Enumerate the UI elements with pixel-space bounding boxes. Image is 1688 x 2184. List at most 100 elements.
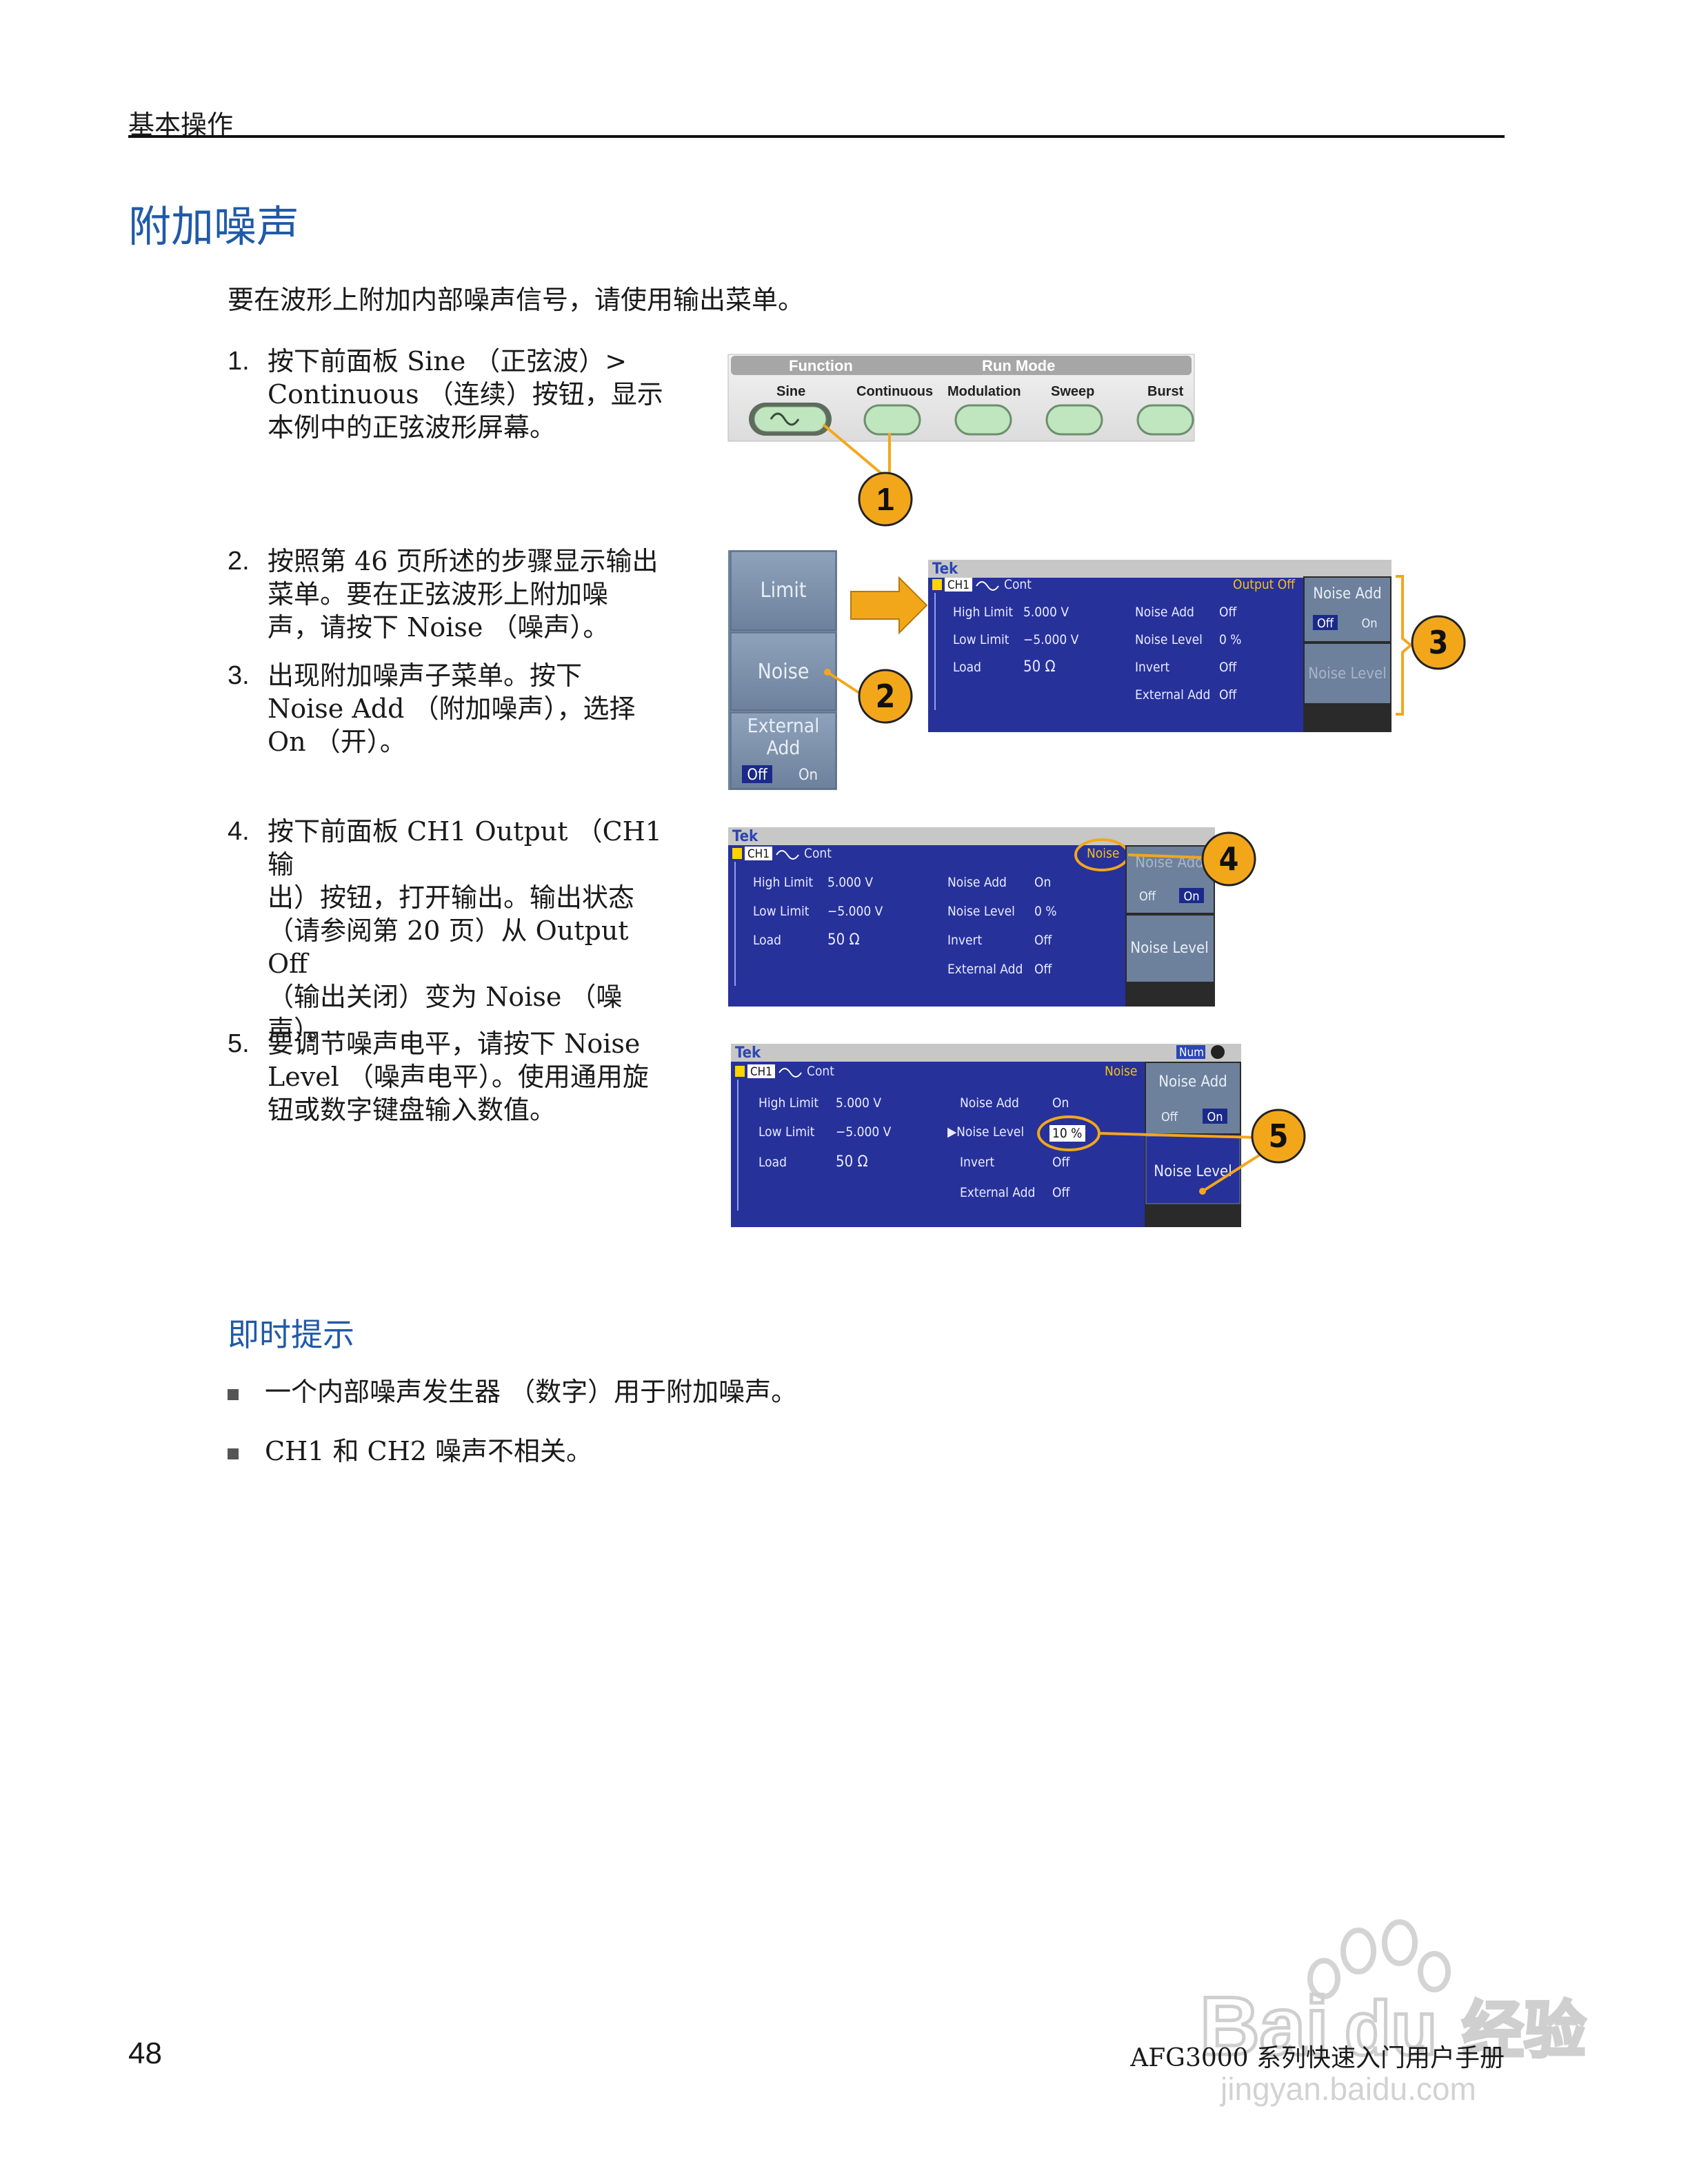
sine-icon <box>776 850 799 860</box>
svg-text:Cont: Cont <box>807 1064 834 1079</box>
limit-softkey[interactable] <box>730 551 836 631</box>
svg-text:Off: Off <box>1139 889 1156 904</box>
svg-text:On: On <box>798 767 818 784</box>
svg-text:50 Ω: 50 Ω <box>836 1153 868 1171</box>
svg-text:Noise Level: Noise Level <box>947 904 1015 919</box>
svg-text:External Add: External Add <box>1135 687 1210 702</box>
svg-text:4: 4 <box>1219 840 1239 878</box>
svg-text:On: On <box>1361 616 1377 631</box>
sine-icon <box>778 1068 802 1078</box>
step-5: 5. 要调节噪声电平，请按下 Noise Level （噪声电平）。使用通用旋 … <box>228 1027 669 1126</box>
sine-label: Sine <box>776 384 805 399</box>
svg-text:Tek: Tek <box>932 560 958 578</box>
header-section: 基本操作 <box>128 110 234 140</box>
svg-text:Off: Off <box>1034 962 1052 977</box>
num-badge: Num <box>1179 1046 1204 1060</box>
svg-text:Off: Off <box>1317 616 1334 631</box>
svg-text:On: On <box>1034 875 1051 890</box>
tip-item: CH1 和 CH2 噪声不相关。 <box>228 1430 592 1468</box>
svg-text:0 %: 0 % <box>1034 904 1057 919</box>
svg-text:Invert: Invert <box>947 933 983 948</box>
step-3: 3. 出现附加噪声子菜单。按下 Noise Add （附加噪声），选择 On （… <box>228 659 669 758</box>
step-text: 按照第 46 页所述的步骤显示输出 菜单。要在正弦波形上附加噪 声，请按下 No… <box>268 546 659 643</box>
step-number: 1. <box>228 347 250 376</box>
burst-label: Burst <box>1147 384 1184 399</box>
svg-text:Noise Add: Noise Add <box>1313 585 1381 603</box>
svg-text:Off: Off <box>1219 687 1237 702</box>
sine-button[interactable] <box>749 403 832 436</box>
limit-label: Limit <box>761 578 807 603</box>
svg-text:External Add: External Add <box>947 962 1023 977</box>
svg-text:External Add: External Add <box>960 1185 1035 1200</box>
front-panel: Function Run Mode Sine Continuous Modula… <box>727 354 1195 527</box>
svg-text:CH1: CH1 <box>747 847 770 861</box>
svg-text:Off: Off <box>1161 1110 1178 1124</box>
callout-2: 2 <box>858 669 913 724</box>
svg-text:Invert: Invert <box>1135 660 1170 675</box>
svg-text:Off: Off <box>1052 1185 1070 1200</box>
svg-text:CH1: CH1 <box>750 1065 772 1079</box>
page-number: 48 <box>128 2036 162 2070</box>
function-tab <box>731 356 892 375</box>
svg-text:High Limit: High Limit <box>953 605 1013 620</box>
svg-text:1: 1 <box>876 481 894 517</box>
modulation-button[interactable] <box>954 404 1012 436</box>
svg-text:On: On <box>1052 1095 1069 1111</box>
baidu-watermark: Bai du 经验 jingyan.baidu.com <box>1198 1919 1587 2107</box>
svg-text:2: 2 <box>876 678 896 715</box>
noise-level-input[interactable] <box>1049 1125 1085 1142</box>
svg-text:5.000 V: 5.000 V <box>1023 605 1069 620</box>
svg-text:经验: 经验 <box>1462 1996 1586 2065</box>
continuous-button[interactable] <box>863 404 921 436</box>
svg-text:Load: Load <box>753 933 781 948</box>
svg-text:Invert: Invert <box>960 1155 995 1170</box>
step-1: 1. 按下前面板 Sine （正弦波）> Continuous （连续）按钮，显… <box>228 345 669 444</box>
svg-text:jingyan.baidu.com: jingyan.baidu.com <box>1219 2071 1476 2107</box>
noise-level-softkey[interactable] <box>1305 644 1390 703</box>
svg-text:Off: Off <box>1052 1155 1070 1170</box>
svg-text:Load: Load <box>953 660 981 675</box>
svg-text:Low Limit: Low Limit <box>753 904 810 919</box>
step-4: 4. 按下前面板 CH1 Output （CH1 输 出）按钮，打开输出。输出状… <box>228 815 669 1046</box>
step-number: 5. <box>228 1029 250 1058</box>
callout-3: 3 <box>1411 615 1466 670</box>
svg-text:Noise Add: Noise Add <box>960 1095 1019 1111</box>
svg-text:Noise: Noise <box>1087 846 1119 861</box>
tip-item: 一个内部噪声发生器 （数字）用于附加噪声。 <box>228 1371 797 1408</box>
svg-text:Low Limit: Low Limit <box>758 1124 815 1140</box>
step-text: 要调节噪声电平，请按下 Noise Level （噪声电平）。使用通用旋 钮或数… <box>268 1029 649 1125</box>
function-label: Function <box>789 357 853 374</box>
svg-text:Bai: Bai <box>1200 1980 1329 2072</box>
svg-text:0 %: 0 % <box>1219 632 1242 647</box>
step-number: 4. <box>228 817 250 846</box>
svg-text:5.000 V: 5.000 V <box>836 1095 881 1111</box>
sweep-button[interactable] <box>1045 404 1103 436</box>
noise-level-softkey[interactable] <box>1127 916 1214 982</box>
noise-add-softkey[interactable] <box>1305 578 1390 641</box>
noise-softkey[interactable] <box>730 632 836 711</box>
screen-noise-level: Tek Num CH1 Cont Noise High Limit 5.000 … <box>731 1044 1306 1227</box>
svg-text:Off: Off <box>1034 933 1052 948</box>
burst-button[interactable] <box>1136 404 1194 436</box>
svg-text:5.000 V: 5.000 V <box>827 875 873 890</box>
svg-text:On: On <box>1207 1110 1223 1124</box>
step-number: 2. <box>228 547 250 576</box>
knob-icon <box>1211 1045 1225 1059</box>
run-mode-label: Run Mode <box>982 357 1055 374</box>
svg-text:Add: Add <box>767 736 801 759</box>
svg-text:50 Ω: 50 Ω <box>827 931 860 949</box>
svg-text:Off: Off <box>1219 605 1237 620</box>
svg-text:10 %: 10 % <box>1052 1126 1082 1141</box>
sine-icon <box>976 581 999 591</box>
svg-text:Noise Level: Noise Level <box>1154 1163 1232 1180</box>
svg-text:Off: Off <box>747 767 768 784</box>
svg-text:Noise Add: Noise Add <box>1135 605 1194 620</box>
step-text: 按下前面板 CH1 Output （CH1 输 出）按钮，打开输出。输出状态 （… <box>268 816 662 1045</box>
svg-text:Noise Add: Noise Add <box>1158 1073 1227 1091</box>
svg-text:Cont: Cont <box>1004 577 1032 592</box>
callout-4: 4 <box>1201 831 1256 887</box>
callout-5: 5 <box>1251 1109 1306 1164</box>
svg-text:Tek: Tek <box>735 1044 761 1062</box>
noise-label: Noise <box>758 660 810 684</box>
